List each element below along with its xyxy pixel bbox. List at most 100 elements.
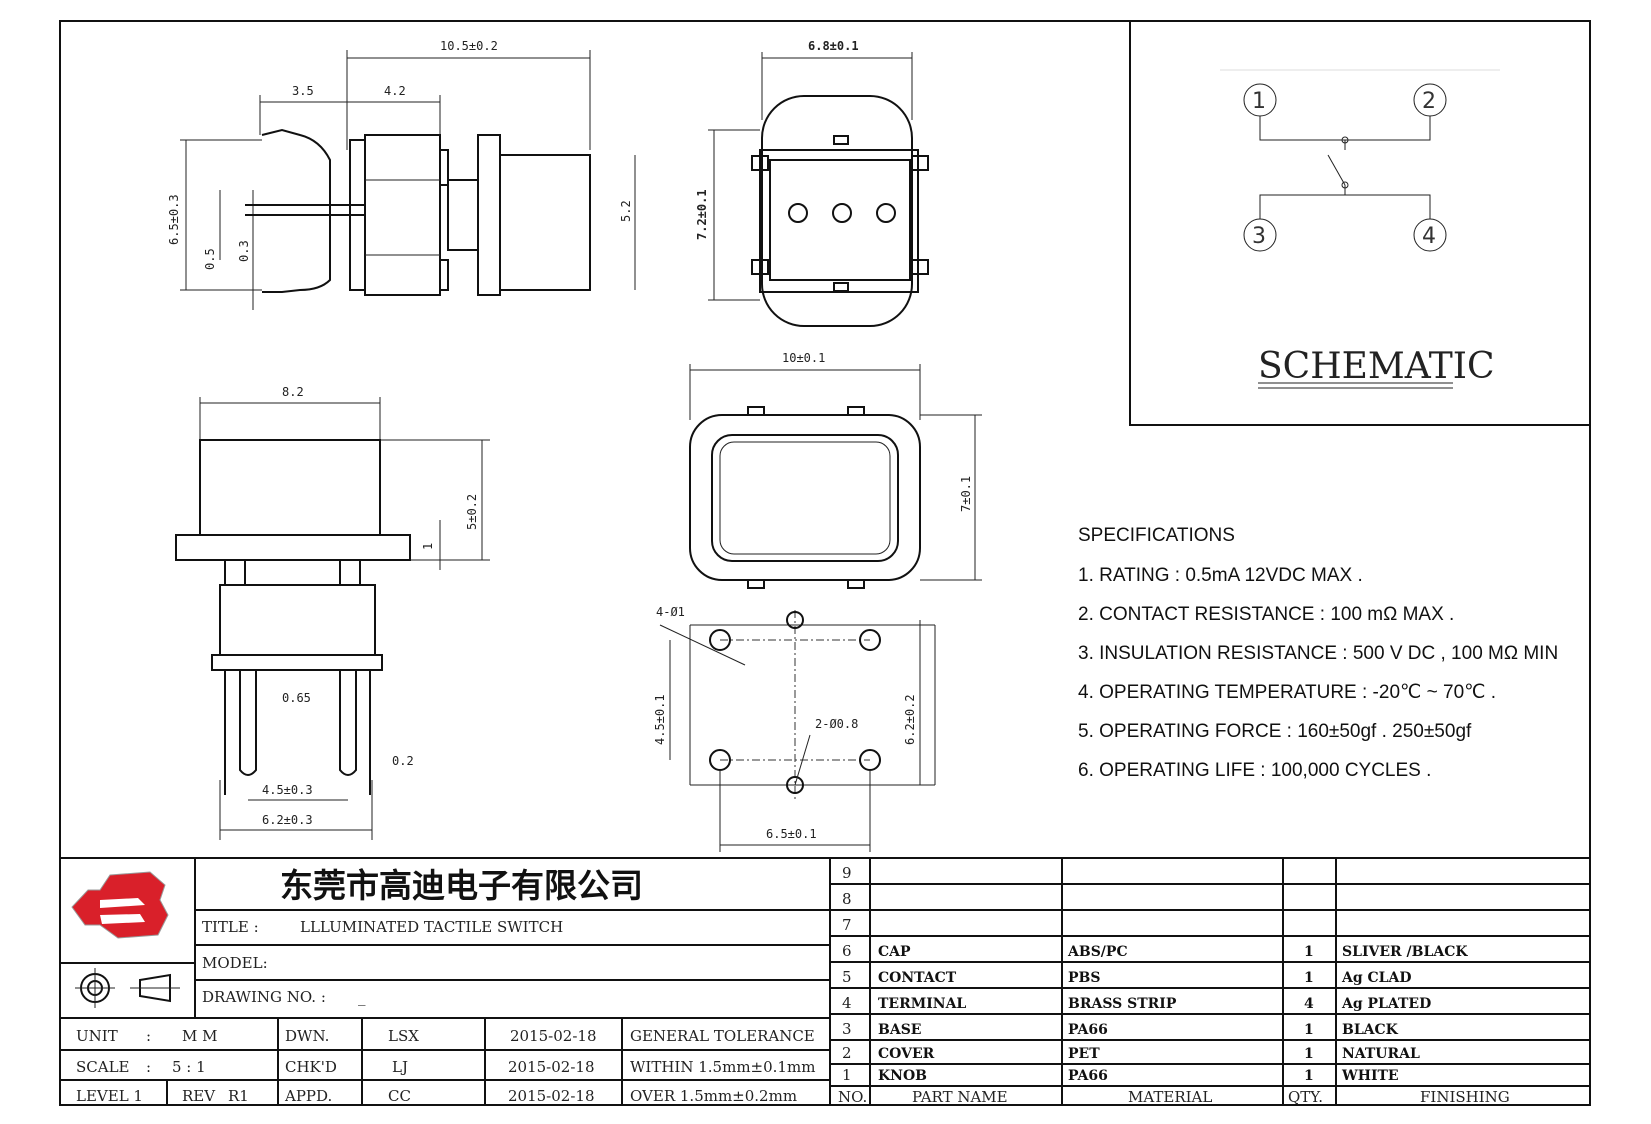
bom-cell-qty: 4 <box>1304 996 1314 1012</box>
info-rev-value: R1 <box>228 1087 249 1105</box>
company-logo <box>71 871 169 939</box>
bom-cell-no: 4 <box>842 994 852 1012</box>
pcb-layout: 4-Ø1 2-Ø0.8 4.5±0.1 6.2±0.2 6.5±0.1 <box>653 605 936 852</box>
bom-cell-part: CONTACT <box>878 970 957 986</box>
bom-cell-no: 2 <box>842 1044 852 1062</box>
spec-heading: SPECIFICATIONS <box>1078 525 1235 546</box>
schematic-pin-3: 3 <box>1252 224 1266 249</box>
schematic-pin-4: 4 <box>1422 224 1436 249</box>
bom-cell-part: TERMINAL <box>878 996 966 1012</box>
cap-view: 10±0.1 7±0.1 <box>689 351 982 589</box>
bom-cell-finishing: Ag CLAD <box>1341 970 1412 986</box>
info-date-chk: 2015-02-18 <box>508 1058 594 1076</box>
info-role-appd: APPD. <box>284 1087 332 1105</box>
front-view: 8.2 5±0.2 1 0.65 0.2 4.5±0.3 6.2±0.3 <box>175 385 490 840</box>
bom-cell-part: KNOB <box>878 1068 927 1084</box>
bom-cell-no: 5 <box>842 968 852 986</box>
bom-cell-no: 8 <box>842 890 852 908</box>
spec-item: 5. OPERATING FORCE : 160±50gf . 250±50gf <box>1078 721 1472 742</box>
side-view: 10.5±0.2 3.5 4.2 6.5±0.3 0.5 0.3 5.2 <box>167 39 636 310</box>
dim-side-cap: 5.2 <box>619 200 633 222</box>
dim-pcb-holes-b: 2-Ø0.8 <box>815 717 858 731</box>
dim-front-height: 5±0.2 <box>465 494 479 530</box>
info-who-chk: LJ <box>392 1058 408 1076</box>
switch-contact-icon <box>1327 154 1346 186</box>
dim-front-width: 8.2 <box>282 385 304 399</box>
bom-cell-qty: 1 <box>1304 1022 1314 1038</box>
bom-cell-material: PBS <box>1068 970 1100 986</box>
bom-cell-qty: 1 <box>1304 944 1314 960</box>
info-role-dwn: DWN. <box>285 1027 329 1045</box>
bom-cell-qty: 1 <box>1304 970 1314 986</box>
title-block: 东莞市高迪电子有限公司 TITLE : LLLUMINATED TACTILE … <box>60 857 1590 1106</box>
spec-item: 6. OPERATING LIFE : 100,000 CYCLES . <box>1078 760 1431 781</box>
info-scale-label: SCALE <box>76 1058 130 1076</box>
dim-front-pin: 0.65 <box>282 691 311 705</box>
info-date-dwn: 2015-02-18 <box>510 1027 596 1045</box>
dim-side-b: 4.2 <box>384 84 406 98</box>
bom-cell-material: BRASS STRIP <box>1068 996 1177 1012</box>
info-who-dwn: LSX <box>388 1027 419 1045</box>
info-sep: : <box>146 1027 151 1045</box>
spec-item: 4. OPERATING TEMPERATURE : -20℃ ~ 70℃ . <box>1078 682 1496 703</box>
info-who-appd: CC <box>388 1087 411 1105</box>
spec-item: 1. RATING : 0.5mA 12VDC MAX . <box>1078 565 1363 586</box>
schematic-pin-1: 1 <box>1252 89 1266 114</box>
sheet-border <box>59 20 1591 1106</box>
dim-front-pitch: 4.5±0.3 <box>262 783 313 797</box>
dim-top-width: 6.8±0.1 <box>808 39 859 53</box>
info-rev-label: REV <box>182 1087 216 1105</box>
dim-front-span: 6.2±0.3 <box>262 813 313 827</box>
bom-cell-no: 1 <box>842 1066 852 1084</box>
specifications: SPECIFICATIONS 1. RATING : 0.5mA 12VDC M… <box>1078 525 1558 781</box>
bom-header-part: PART NAME <box>912 1088 1008 1106</box>
bom-cell-finishing: BLACK <box>1342 1022 1399 1038</box>
dim-side-a: 3.5 <box>292 84 314 98</box>
bom-header-no: NO. <box>838 1088 867 1106</box>
bom-cell-part: BASE <box>878 1022 921 1038</box>
spec-item: 2. CONTACT RESISTANCE : 100 mΩ MAX . <box>1078 604 1454 625</box>
bom-cell-finishing: WHITE <box>1341 1068 1399 1084</box>
company-name: 东莞市高迪电子有限公司 <box>280 866 643 905</box>
info-sep: : <box>146 1058 151 1076</box>
bom-cell-no: 9 <box>842 864 852 882</box>
bom-cell-material: PA66 <box>1068 1022 1108 1038</box>
top-view: 6.8±0.1 7.2±0.1 <box>695 39 929 327</box>
dim-side-total: 10.5±0.2 <box>440 39 498 53</box>
schematic-bottom-bus <box>1259 194 1431 219</box>
info-tol-0: GENERAL TOLERANCE <box>630 1027 815 1045</box>
info-role-chk: CHK'D <box>285 1058 337 1076</box>
bom-cell-qty: 1 <box>1304 1068 1314 1084</box>
dim-side-pin-a: 0.5 <box>203 248 217 270</box>
model-label: MODEL: <box>202 954 268 972</box>
dim-pcb-holes-a: 4-Ø1 <box>656 605 685 619</box>
info-tol-1: WITHIN 1.5mm±0.1mm <box>630 1058 815 1076</box>
bom-cell-part: COVER <box>878 1046 935 1062</box>
title-label: TITLE : <box>202 918 259 936</box>
dim-pcb-vert: 4.5±0.1 <box>653 694 667 745</box>
dim-pcb-vert2: 6.2±0.2 <box>903 694 917 745</box>
drawing-no-value: _ <box>358 988 366 1006</box>
info-tol-2: OVER 1.5mm±0.2mm <box>630 1087 797 1105</box>
dim-front-pin-t: 0.2 <box>392 754 414 768</box>
bom-cell-qty: 1 <box>1304 1046 1314 1062</box>
bom-cell-material: PA66 <box>1068 1068 1108 1084</box>
dim-cap-height: 7±0.1 <box>959 476 973 512</box>
schematic-panel: 1 2 3 4 SCHEMATIC <box>1129 20 1591 426</box>
bom-cell-no: 3 <box>842 1020 852 1038</box>
bom-cell-no: 6 <box>842 942 852 960</box>
bom-cell-material: PET <box>1068 1046 1100 1062</box>
schematic-pin-2: 2 <box>1422 89 1436 114</box>
title-value: LLLUMINATED TACTILE SWITCH <box>300 918 563 936</box>
drawing-no-label: DRAWING NO. : <box>202 988 326 1006</box>
dim-top-height: 7.2±0.1 <box>695 189 709 240</box>
bom-header-qty: QTY. <box>1288 1088 1323 1106</box>
info-scale-value: 5 : 1 <box>172 1058 206 1076</box>
bom-cell-finishing: SLIVER /BLACK <box>1342 944 1468 960</box>
bom-cell-finishing: NATURAL <box>1342 1046 1420 1062</box>
dim-pcb-horiz: 6.5±0.1 <box>766 827 817 841</box>
info-level-label: LEVEL 1 <box>76 1087 143 1105</box>
schematic-top-bus <box>1259 116 1431 141</box>
